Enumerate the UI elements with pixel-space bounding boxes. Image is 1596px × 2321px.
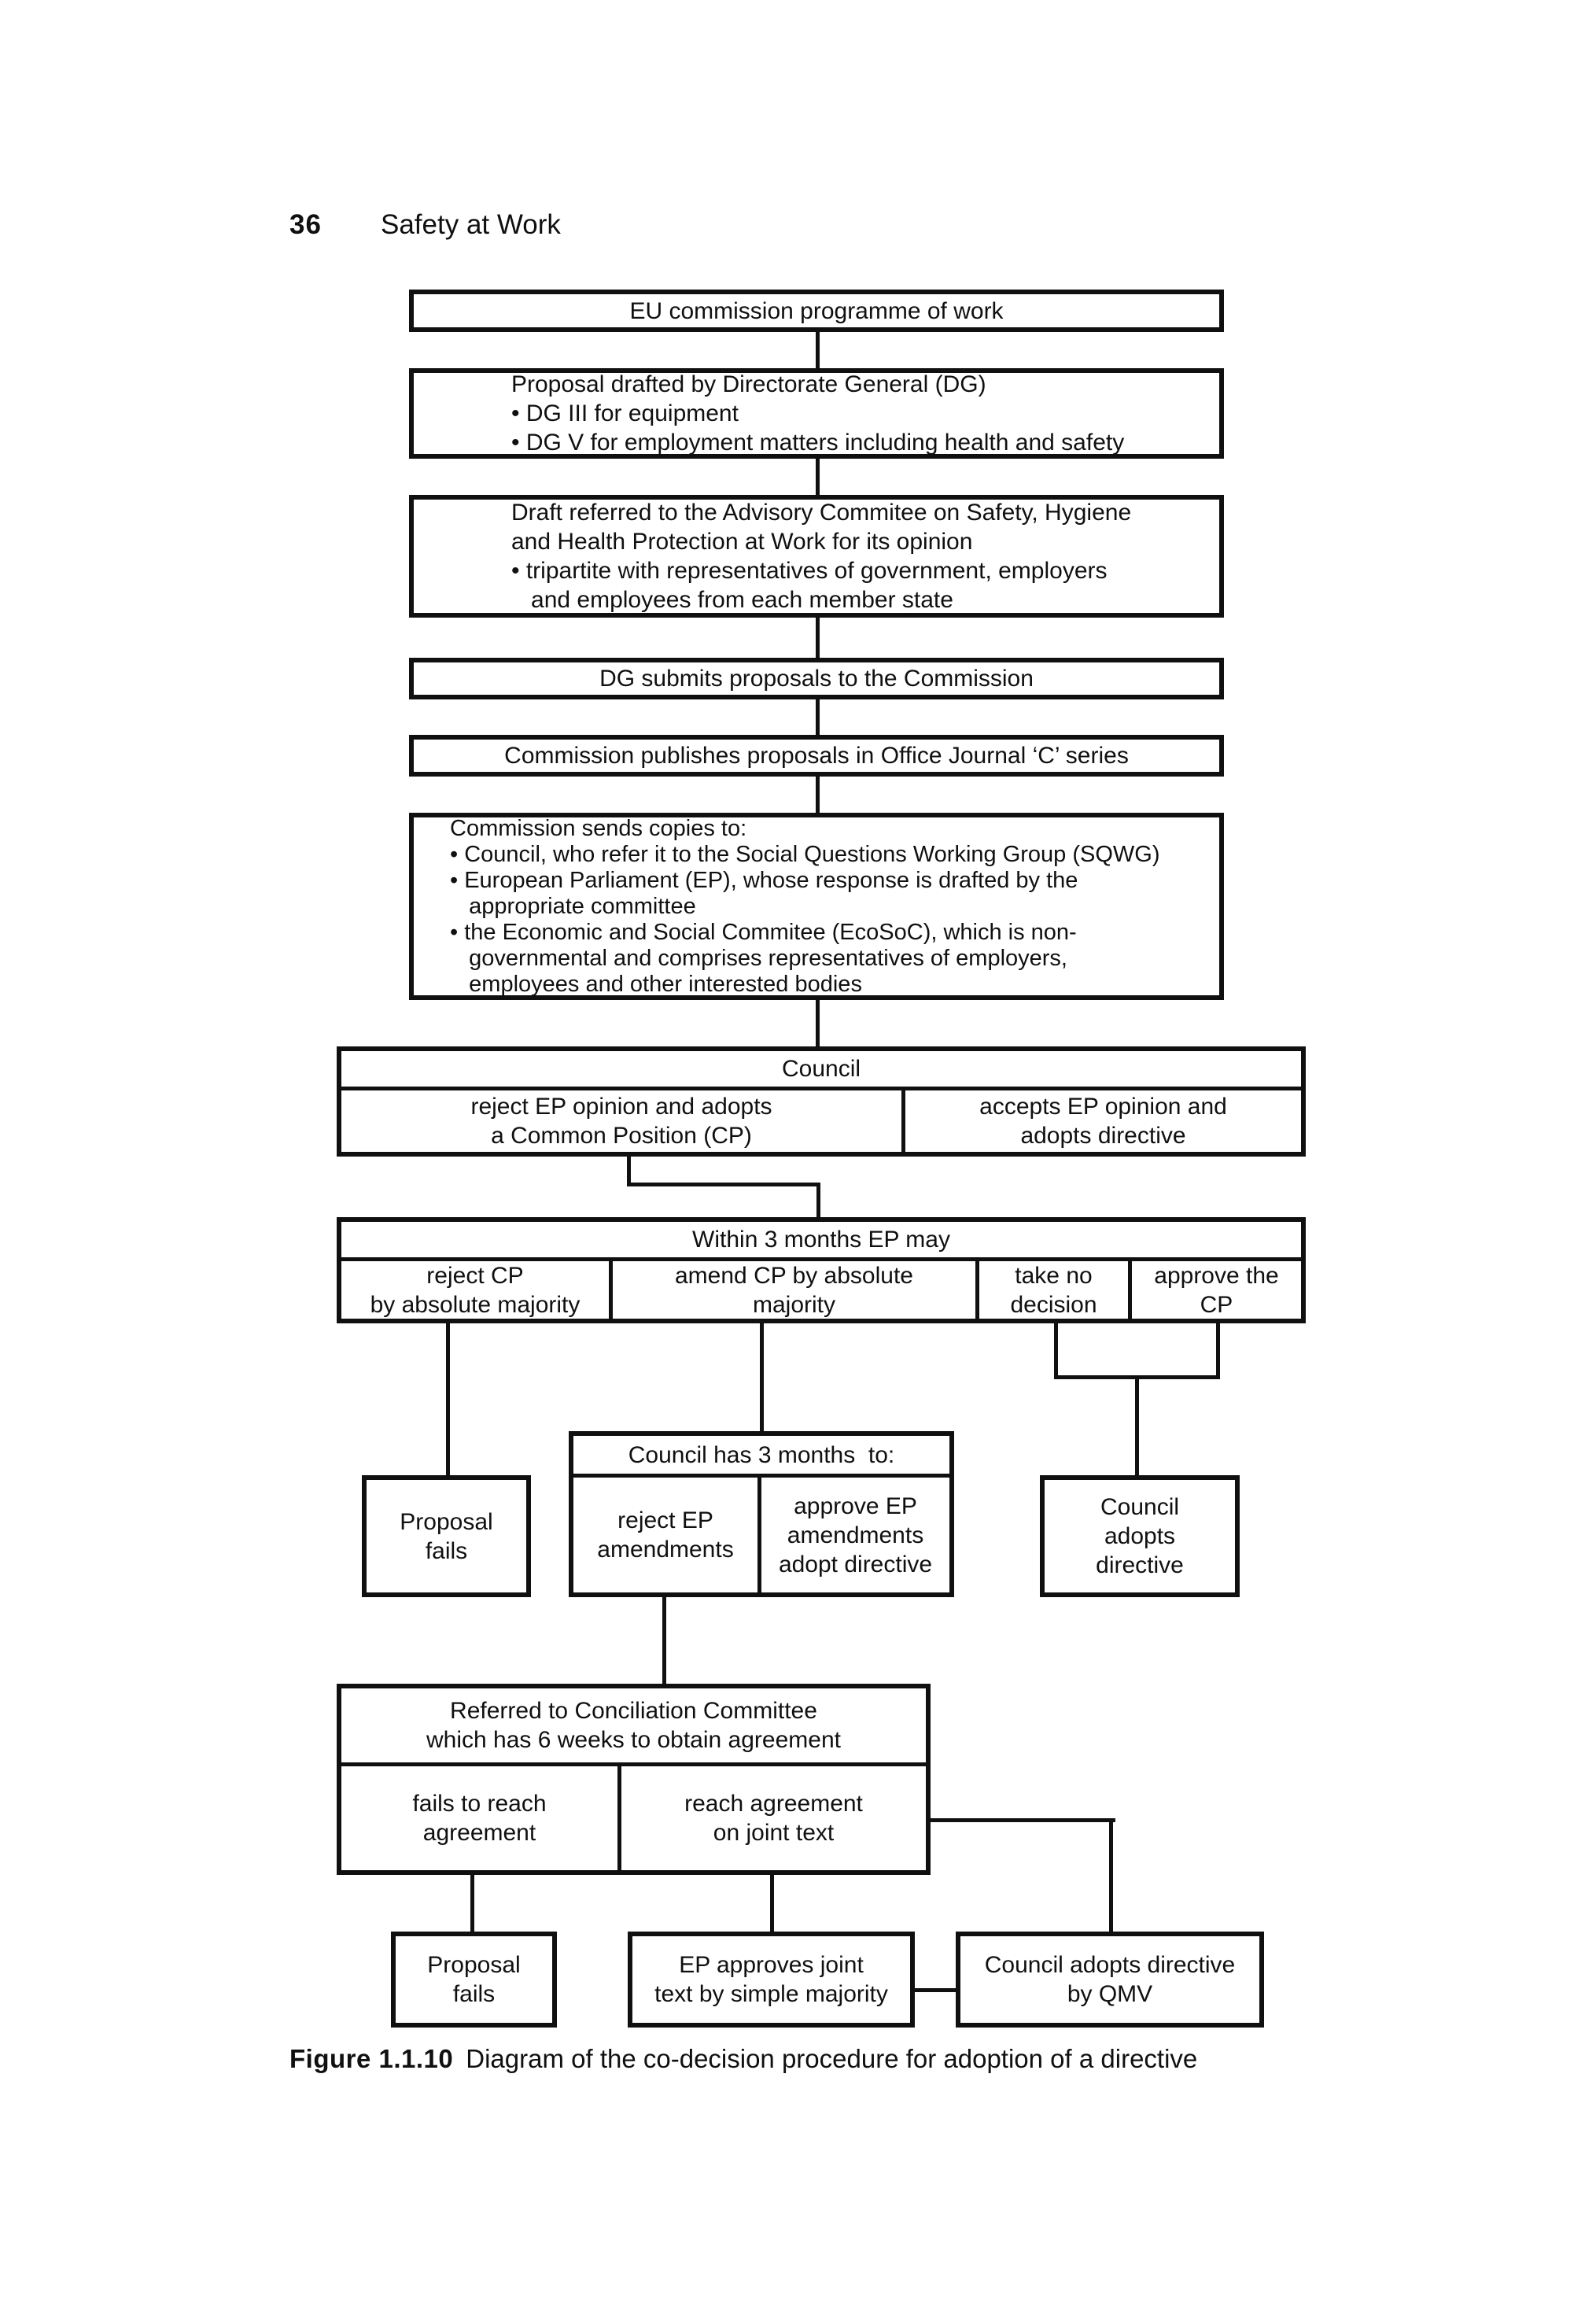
box-council-adopts-directive: Council adopts directive (1040, 1475, 1240, 1597)
edge-side-down-to-qmv (1109, 1818, 1113, 1933)
cell-approve-cp: approve the CP (1128, 1261, 1301, 1319)
edge-copies-to-council (816, 998, 820, 1048)
page-number: 36 (289, 209, 322, 240)
edge-draft-to-submit (816, 616, 820, 659)
edge-merge-to-council-adopts (1135, 1375, 1139, 1477)
council-cell-reject-ep-opinion: reject EP opinion and adopts a Common Po… (470, 1094, 772, 1149)
edge-rejectcp-to-proposal-fails (446, 1322, 450, 1476)
table-council: Council reject EP opinion and adopts a C… (337, 1046, 1306, 1157)
edge-amendcp-to-council3months (760, 1322, 764, 1433)
table-ep-within-3-months: Within 3 months EP may reject CP by abso… (337, 1217, 1306, 1323)
cell-approve-ep-amendments: approve EP amendments adopt directive (757, 1478, 949, 1592)
page-title: Safety at Work (381, 209, 561, 240)
figure-caption: Figure 1.1.10 Diagram of the co-decision … (289, 2044, 1197, 2074)
conciliation-cells: fails to reach agreement reach agreement… (341, 1766, 926, 1870)
box-dg-submits: DG submits proposals to the Commission (409, 658, 1224, 699)
edge-reject-amendments-to-conciliation (662, 1596, 666, 1685)
table-council-3-months: Council has 3 months to: reject EP amend… (569, 1431, 954, 1597)
council-3months-header: Council has 3 months to: (573, 1436, 949, 1478)
box-proposal-fails-upper: Proposal fails (362, 1475, 531, 1597)
box-draft-referred: Draft referred to the Advisory Commitee … (409, 495, 1224, 618)
edge-publish-to-copies (816, 775, 820, 814)
cell-reject-ep-amendments: reject EP amendments (597, 1507, 734, 1563)
box-council-adopts-by-qmv: Council adopts directive by QMV (956, 1932, 1264, 2028)
cell-fails-to-reach: fails to reach agreement (412, 1791, 547, 1846)
edge-council-jog-down (627, 1155, 631, 1186)
council-3months-cells: reject EP amendments approve EP amendmen… (573, 1478, 949, 1592)
box-ep-approves-joint-text: EP approves joint text by simple majorit… (628, 1932, 915, 2028)
edge-reach-side-across (927, 1818, 1115, 1822)
figure-caption-label: Figure 1.1.10 (289, 2044, 454, 2073)
figure-caption-text: Diagram of the co-decision procedure for… (466, 2044, 1198, 2073)
council-cell-accept-ep-opinion: accepts EP opinion and adopts directive (901, 1090, 1301, 1152)
council-cells: reject EP opinion and adopts a Common Po… (341, 1090, 1301, 1152)
edge-fails-to-proposal-fails (470, 1873, 474, 1933)
cell-amend-cp: amend CP by absolute majority (609, 1261, 975, 1319)
edge-takeno-down (1054, 1322, 1058, 1379)
cell-reach-agreement: reach agreement on joint text (617, 1766, 926, 1870)
ep-3months-cells: reject CP by absolute majority amend CP … (341, 1261, 1301, 1319)
edge-submit-to-publish (816, 698, 820, 736)
box-proposal-drafted: Proposal drafted by Directorate General … (409, 368, 1224, 459)
edge-approvecp-down (1216, 1322, 1220, 1379)
edge-proposal-to-draft (816, 457, 820, 496)
edge-council-jog-across (627, 1183, 820, 1186)
cell-reject-cp: reject CP by absolute majority (370, 1262, 581, 1318)
box-commission-sends: Commission sends copies to: • Council, w… (409, 813, 1224, 1000)
cell-take-no-decision: take no decision (975, 1261, 1128, 1319)
table-conciliation: Referred to Conciliation Committee which… (337, 1684, 931, 1875)
box-commission-publishes: Commission publishes proposals in Office… (409, 735, 1224, 777)
box-proposal-fails-lower: Proposal fails (391, 1932, 557, 2028)
edge-reach-to-ep-approves (770, 1873, 774, 1933)
conciliation-header: Referred to Conciliation Committee which… (341, 1688, 926, 1766)
ep-3months-header: Within 3 months EP may (341, 1222, 1301, 1261)
council-header: Council (341, 1051, 1301, 1090)
box-eu-programme: EU commission programme of work (409, 290, 1224, 332)
edge-council-jog-into-ep (816, 1183, 820, 1219)
edge-programme-to-proposal (816, 330, 820, 370)
edge-ep-approves-to-qmv (912, 1988, 958, 1992)
